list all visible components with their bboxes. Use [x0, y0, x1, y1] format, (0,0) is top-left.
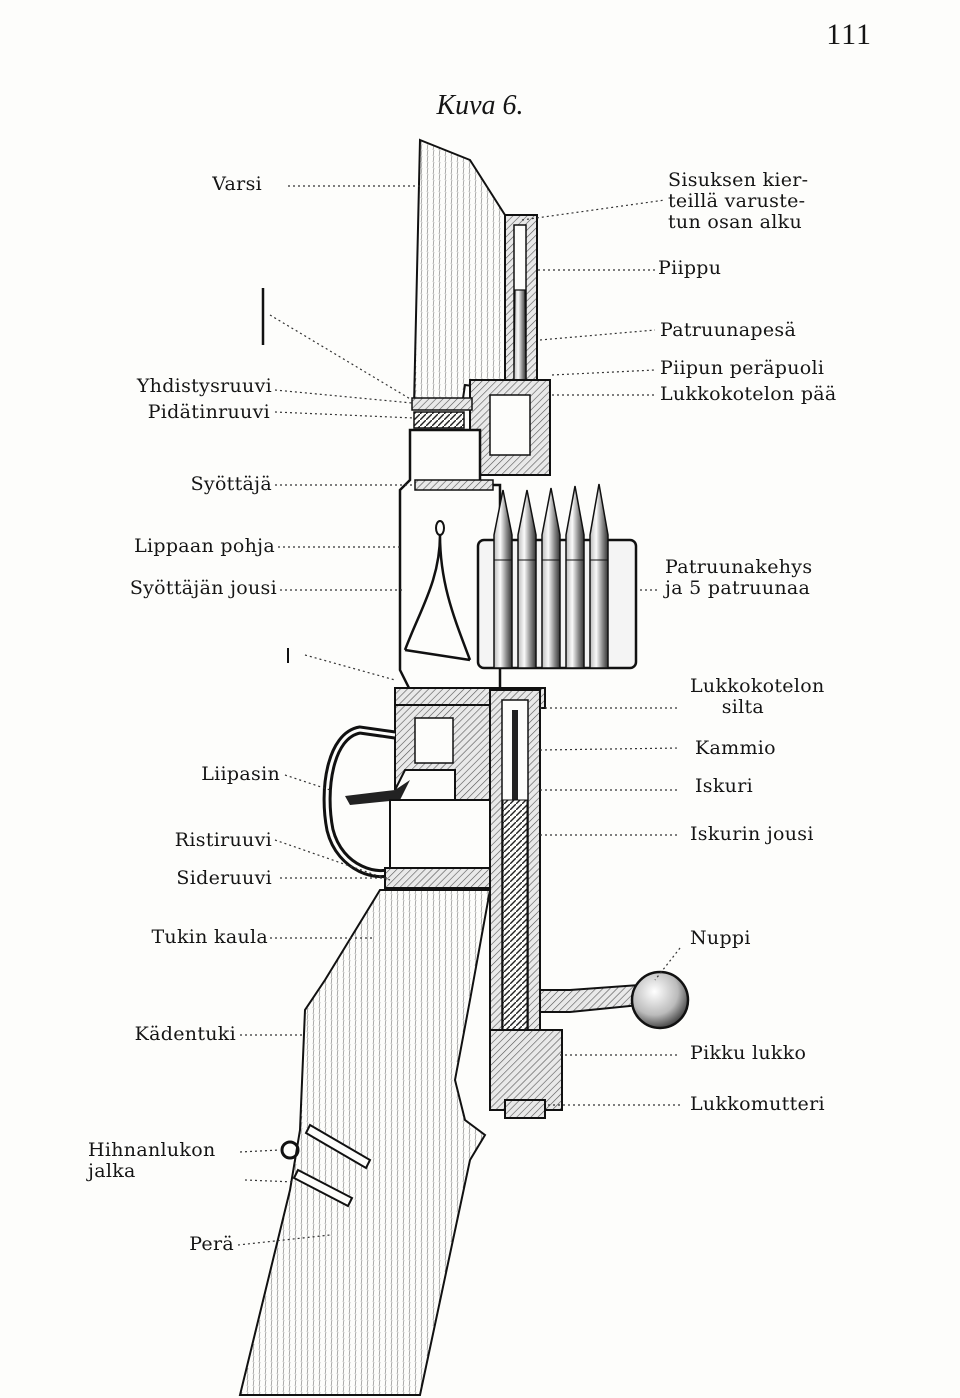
label-sisuksen-kierteilla: Sisuksen kier- teillä varuste- tun osan … [668, 169, 809, 233]
label-syottaja: Syöttäjä [190, 473, 272, 495]
screw-sideruuvi [384, 867, 496, 889]
leader-lines [237, 185, 681, 1246]
trigger [345, 780, 410, 805]
label-pikku-lukko: Pikku lukko [690, 1042, 807, 1064]
label-lukkokotelon-paa: Lukkokotelon pää [660, 383, 837, 405]
sling-swivel-loop [280, 1140, 300, 1160]
label-lukkomutteri: Lukkomutteri [690, 1093, 825, 1115]
lower-housing [389, 799, 491, 871]
label-sideruuvi: Sideruuvi [176, 867, 272, 889]
bolt-handle [539, 983, 641, 1013]
label-tukin-kaula: Tukin kaula [151, 926, 268, 948]
upper-stock-wood [412, 138, 506, 406]
label-liipasin: Liipasin [201, 763, 280, 785]
chamber-cartridge [513, 289, 527, 381]
receiver-inner [489, 394, 531, 456]
screw-pidatinruuvi [413, 411, 465, 429]
bolt-knob [630, 970, 690, 1030]
label-lippaan-pohja: Lippaan pohja [134, 535, 275, 557]
cartridges [493, 483, 609, 669]
label-piippu: Piippu [658, 257, 722, 279]
firing-pin-spring [502, 799, 528, 1031]
label-nuppi: Nuppi [690, 927, 751, 949]
label-pidatinruuvi: Pidätinruuvi [147, 401, 270, 423]
label-patruunapesa: Patruunapesä [660, 319, 797, 341]
label-kammio: Kammio [695, 737, 776, 759]
label-syottajan-jousi: Syöttäjän jousi [129, 577, 277, 599]
label-kadentuki: Kädentuki [134, 1023, 236, 1045]
label-varsi: Varsi [212, 173, 262, 195]
bolt-tail [489, 1029, 563, 1111]
lower-stock-wood [238, 889, 492, 1396]
sling-swivel-screw-2 [292, 1168, 354, 1208]
label-piipun-perapuoli: Piipun peräpuoli [660, 357, 825, 379]
label-iskurin-jousi: Iskurin jousi [690, 823, 814, 845]
page-number: 111 [826, 18, 872, 51]
label-pera: Perä [189, 1233, 234, 1255]
label-hihnanlukon-jalka: Hihnanlukon jalka [88, 1139, 216, 1182]
label-ristiruuvi: Ristiruuvi [174, 829, 272, 851]
screw-yhdistysruuvi [411, 397, 473, 411]
label-lukkokotelon-silta: Lukkokotelon silta [690, 675, 825, 718]
label-iskuri: Iskuri [695, 775, 753, 797]
label-yhdistysruuvi: Yhdistysruuvi [136, 375, 272, 397]
follower-spring [403, 534, 472, 662]
sling-swivel-screw-1 [304, 1123, 372, 1170]
figure-title: Kuva 6. [436, 90, 524, 121]
feeder-plate [414, 479, 494, 491]
label-patruunakehys: Patruunakehys ja 5 patruunaa [665, 556, 813, 599]
